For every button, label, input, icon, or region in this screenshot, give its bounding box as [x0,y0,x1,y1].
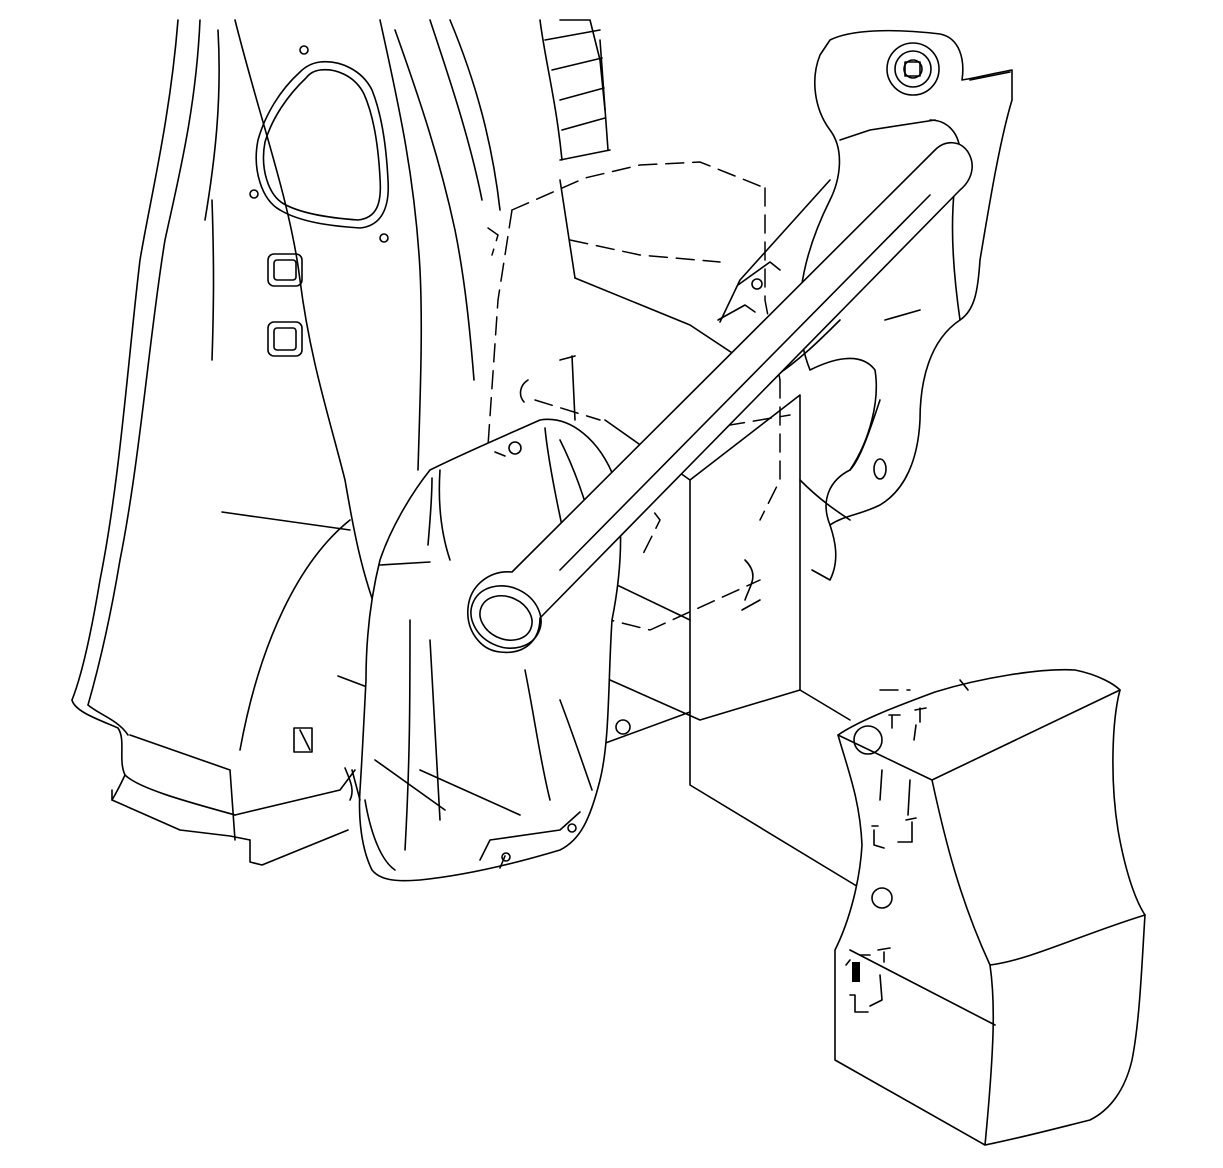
body-side-pillar-panel [71,19,501,866]
alignment-marks [845,707,927,1013]
exploded-block-component [834,668,1146,1146]
misc-detail-lines [351,19,611,801]
diagonal-strut-tube [467,141,973,654]
